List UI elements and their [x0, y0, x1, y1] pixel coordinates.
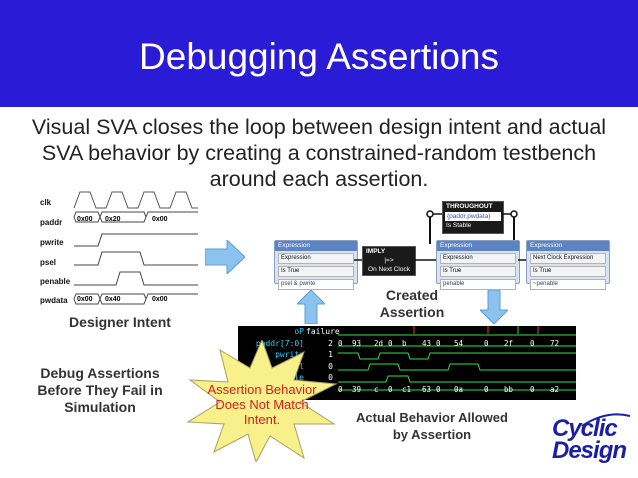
- throughout-field[interactable]: {paddr,pwdata}: [445, 212, 501, 221]
- imply-title: IMPLY: [366, 248, 386, 255]
- burst-callout-text: Assertion Behavior Does Not Match Intent…: [207, 382, 317, 427]
- node-row[interactable]: Is True: [440, 266, 516, 277]
- imply-condition: On Next Clock: [368, 266, 410, 273]
- wave-value: 2: [328, 338, 333, 348]
- slide-title: Debugging Assertions: [139, 36, 499, 77]
- pwdata-value: 0x00: [77, 296, 93, 303]
- pwdata-value: 0x40: [105, 296, 121, 303]
- paddr-value: 0x00: [77, 216, 93, 223]
- timing-waveforms: [73, 191, 198, 305]
- throughout-title: THROUGHOUT: [446, 203, 493, 210]
- waveform-traces: [338, 326, 576, 391]
- imply-operator: |=>: [384, 257, 394, 264]
- pwdata-value: 0x00: [152, 296, 168, 303]
- signal-label: pwdata: [40, 296, 68, 305]
- wave-signal-name: paddr[7:0]: [255, 338, 304, 348]
- wave-signal-name: pwrite: [275, 350, 304, 359]
- node-row[interactable]: Is True: [278, 266, 354, 277]
- logo-line2: Design: [552, 437, 627, 464]
- node-field[interactable]: penable: [440, 279, 516, 290]
- node-row[interactable]: Expression: [440, 253, 516, 264]
- created-assertion-caption: Created Assertion: [379, 287, 445, 320]
- signal-label: psel: [40, 258, 57, 267]
- paddr-value: 0x20: [105, 216, 121, 223]
- throughout-bracket: [426, 210, 518, 244]
- node-row[interactable]: Expression: [278, 253, 354, 264]
- signal-label: clk: [40, 198, 52, 207]
- expression-node-left[interactable]: Expression Expression Is True psel & pwr…: [274, 240, 358, 290]
- down-arrow-icon: [480, 290, 508, 324]
- expression-node-middle[interactable]: Expression Expression Is True penable: [436, 240, 520, 290]
- node-row[interactable]: Next Clock Expression: [530, 253, 606, 264]
- right-arrow-icon: [205, 240, 245, 274]
- actual-behavior-caption: Actual Behavior Allowed by Assertion: [356, 410, 508, 442]
- wave-value: 0: [328, 361, 333, 371]
- node-header: Expression: [275, 241, 357, 251]
- node-header: Expression: [527, 241, 609, 251]
- logo-swoosh-icon: [581, 413, 631, 427]
- wave-signal-name: oP: [294, 327, 304, 336]
- node-field[interactable]: psel & pwrite: [278, 279, 354, 290]
- debug-assertions-caption: Debug Assertions Before They Fail in Sim…: [37, 365, 163, 415]
- node-connectors: [354, 259, 526, 261]
- waveform-values: failure 2 1 0 0: [306, 326, 340, 400]
- signal-label: penable: [40, 277, 71, 286]
- throughout-condition: Is Stable: [446, 222, 472, 229]
- wave-value: 0: [328, 373, 333, 382]
- wave-value: 1: [328, 350, 333, 359]
- node-row[interactable]: Is True: [530, 266, 606, 277]
- designer-intent-caption: Designer Intent: [69, 314, 171, 330]
- up-arrow-icon: [297, 290, 325, 324]
- node-header: Expression: [437, 241, 519, 251]
- expression-node-right[interactable]: Expression Next Clock Expression Is True…: [526, 240, 610, 290]
- throughout-node[interactable]: THROUGHOUT {paddr,pwdata} Is Stable: [442, 201, 504, 234]
- logo-line1: Cyclic: [552, 415, 618, 442]
- signal-label: pwrite: [40, 238, 64, 247]
- cyclic-design-logo: Cyclic Design: [552, 415, 636, 464]
- title-bar: [0, 0, 638, 107]
- node-field[interactable]: ~penable: [530, 279, 606, 290]
- signal-label: paddr: [40, 218, 63, 227]
- slide-subtitle: Visual SVA closes the loop between desig…: [31, 115, 607, 191]
- burst-callout: [186, 340, 338, 462]
- paddr-value: 0x00: [152, 216, 168, 223]
- imply-node[interactable]: IMPLY |=> On Next Clock: [362, 246, 416, 276]
- wave-value: failure: [306, 327, 340, 336]
